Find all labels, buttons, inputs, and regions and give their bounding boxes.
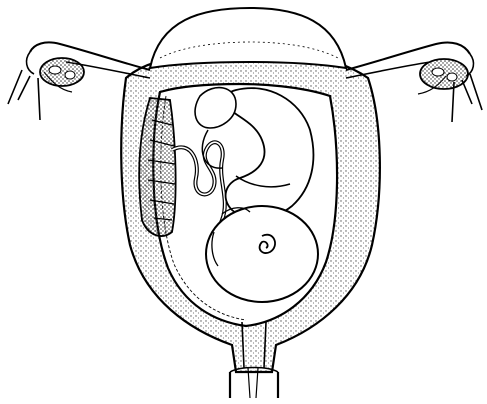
left-ovary [40, 58, 84, 86]
fetus-head [206, 206, 318, 302]
fundus [150, 8, 346, 68]
right-ovary [420, 59, 468, 89]
left-fimbriae [8, 70, 40, 120]
placenta [139, 98, 175, 236]
